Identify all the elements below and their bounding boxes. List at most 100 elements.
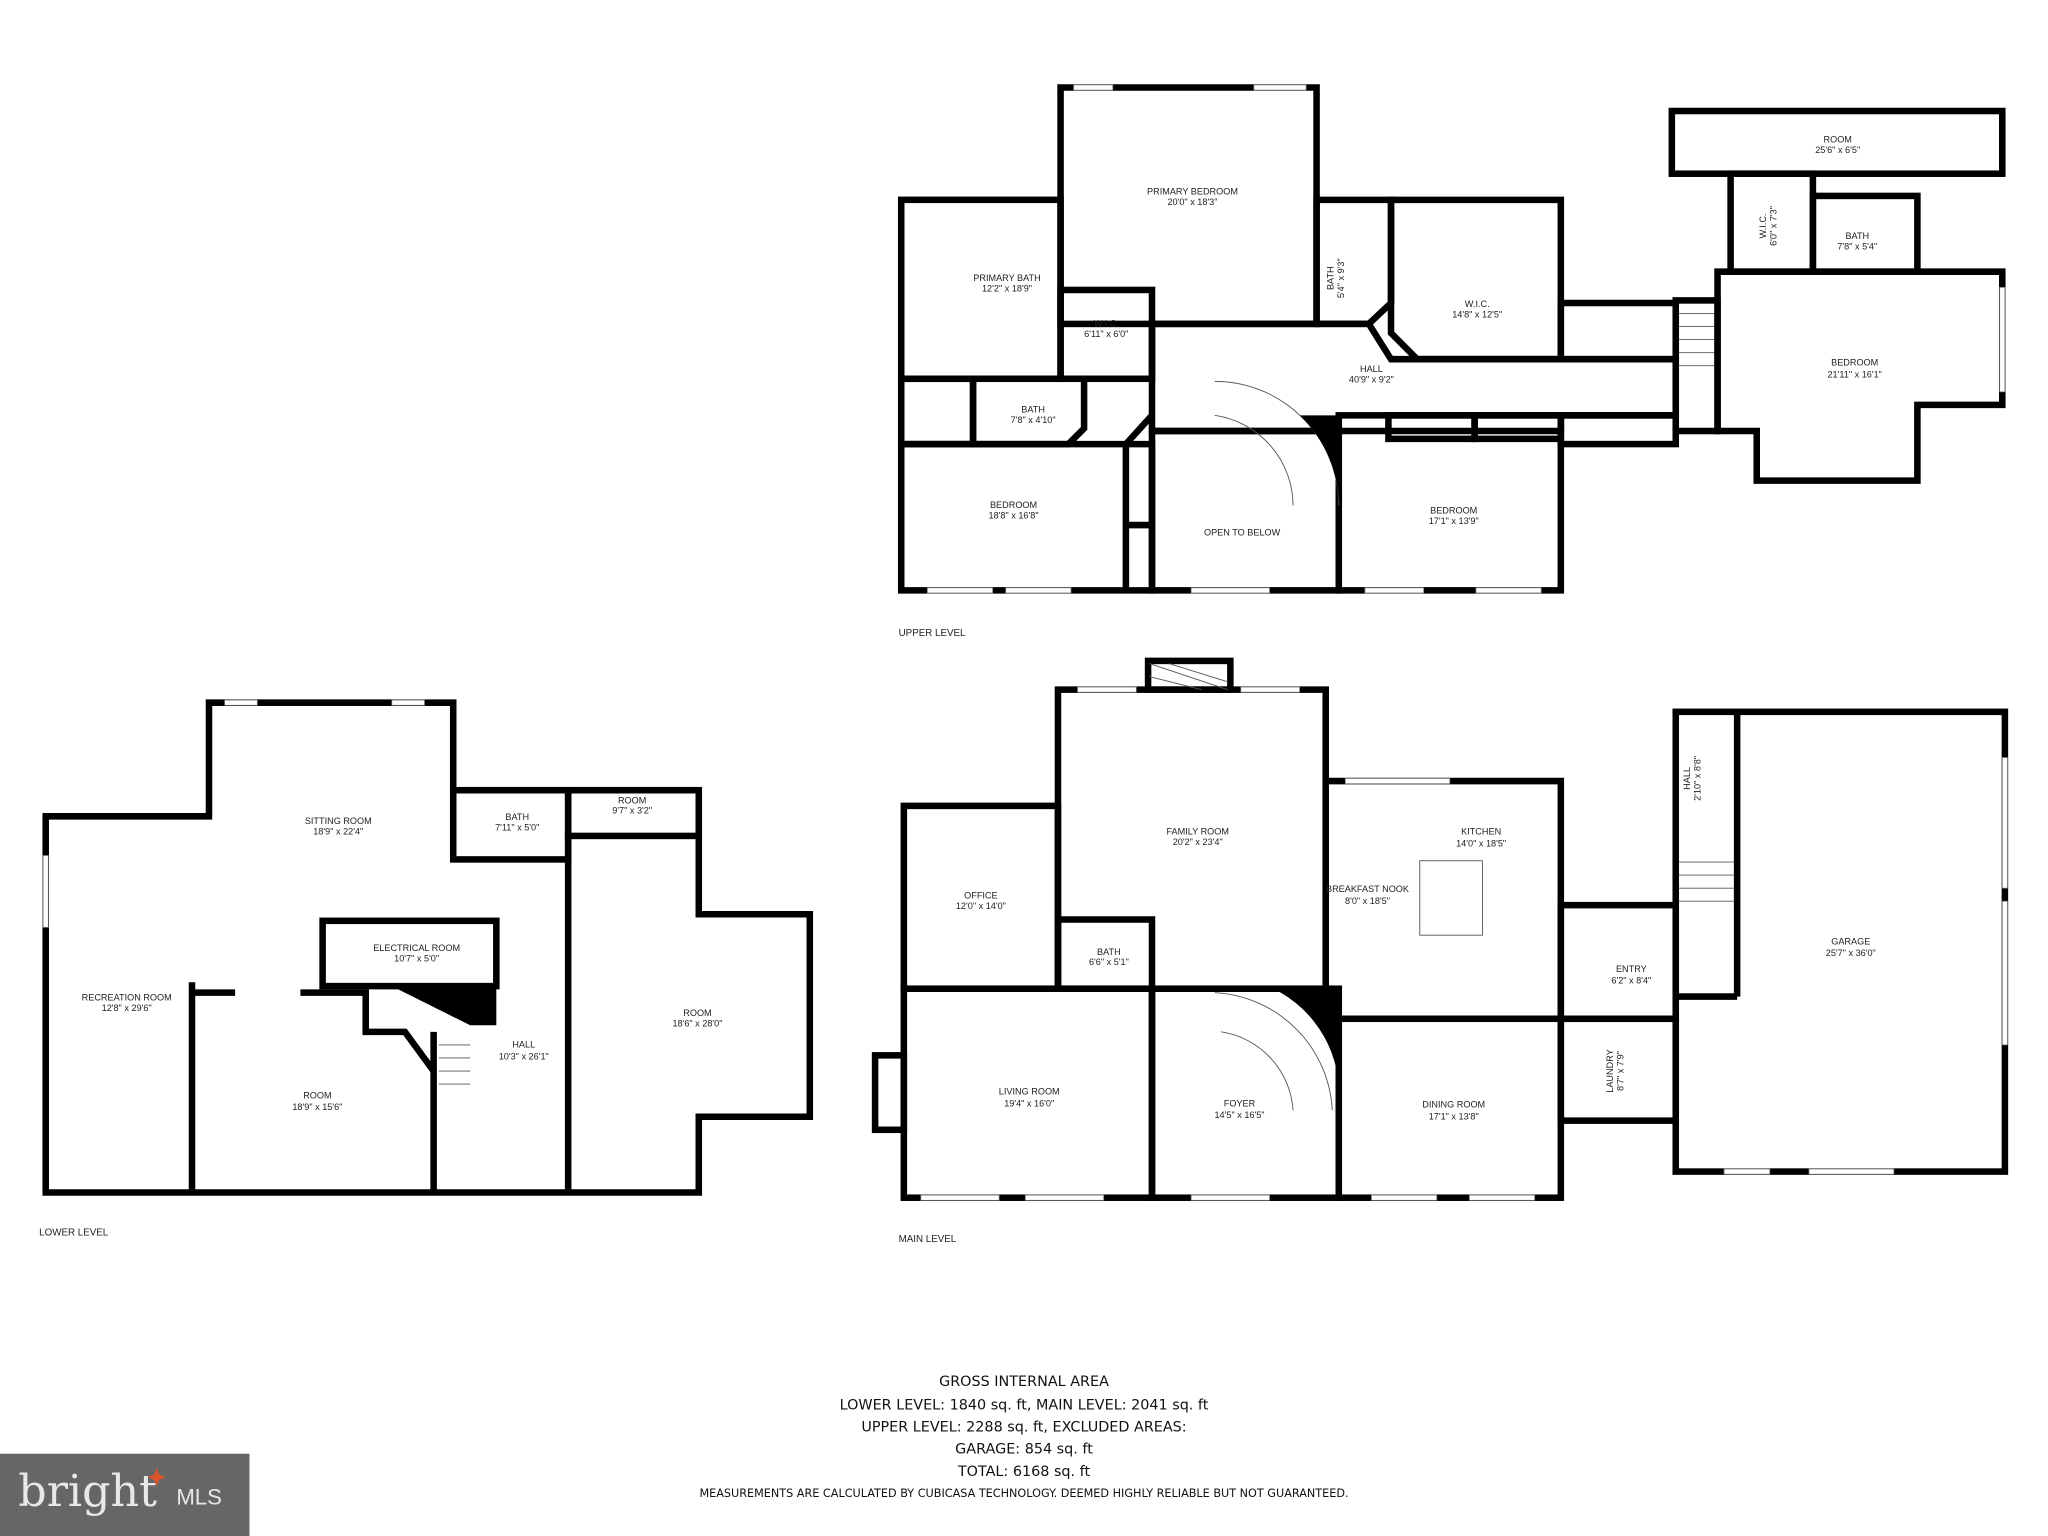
room-name: ROOM bbox=[618, 795, 646, 805]
window bbox=[1077, 686, 1137, 693]
room-dims: 18'9" x 22'4" bbox=[313, 827, 363, 837]
window bbox=[1723, 1168, 1771, 1175]
room-name: KITCHEN bbox=[1461, 827, 1501, 837]
room-dims: 18'8" x 16'8" bbox=[989, 511, 1039, 521]
closet-upper-b bbox=[1471, 412, 1565, 443]
garage-door bbox=[2001, 900, 2008, 1046]
open-to-below bbox=[1148, 427, 1343, 594]
room-dims: 8'7" x 7'9" bbox=[1616, 1051, 1626, 1091]
room-name: RECREATION ROOM bbox=[82, 992, 172, 1002]
room-dims: 14'5" x 16'5" bbox=[1214, 1110, 1264, 1120]
window bbox=[1240, 686, 1300, 693]
room-name: BREAKFAST NOOK bbox=[1326, 884, 1409, 894]
room-dims: 18'9" x 15'6" bbox=[292, 1102, 342, 1112]
window bbox=[1253, 84, 1307, 91]
room-dims: 17'1" x 13'9" bbox=[1429, 516, 1479, 526]
room-dims: 6'11" x 6'0" bbox=[1084, 329, 1128, 339]
garage-door bbox=[2001, 757, 2008, 889]
window bbox=[391, 699, 425, 706]
wic-upper-2 bbox=[1387, 196, 1565, 363]
area-line-3: GARAGE: 854 sq. ft bbox=[955, 1442, 1093, 1458]
room-name: DINING ROOM bbox=[1422, 1100, 1485, 1110]
room-name: OPEN TO BELOW bbox=[1204, 528, 1281, 538]
room-name: BATH bbox=[1097, 947, 1121, 957]
wc-upper bbox=[897, 375, 977, 448]
room-dims: 9'7" x 3'2" bbox=[612, 806, 652, 816]
room-name: W.I.C. bbox=[1094, 319, 1119, 329]
level-label-lower: LOWER LEVEL bbox=[39, 1228, 109, 1239]
stair-wall-solid bbox=[391, 986, 497, 1026]
room-dims: 6'0" x 7'3" bbox=[1768, 206, 1778, 246]
room-name: FAMILY ROOM bbox=[1166, 827, 1229, 837]
vertical-label: W.I.C. 6'0" x 7'3" bbox=[1758, 206, 1778, 246]
window bbox=[42, 855, 49, 928]
room-dims: 8'0" x 18'5" bbox=[1345, 896, 1390, 906]
area-summary: GROSS INTERNAL AREA LOWER LEVEL: 1840 sq… bbox=[699, 1374, 1348, 1500]
level-label-main: MAIN LEVEL bbox=[899, 1234, 957, 1245]
room-dims: 14'0" x 18'5" bbox=[1456, 838, 1506, 848]
curved-stair-main-inner bbox=[1221, 1031, 1294, 1111]
closet-strip-lower bbox=[1557, 412, 1680, 448]
kitchen-island bbox=[1419, 860, 1483, 936]
closet-upper-a bbox=[1385, 412, 1478, 443]
room-dims: 7'8" x 5'4" bbox=[1837, 241, 1877, 251]
room-name: LAUNDRY bbox=[1605, 1049, 1615, 1092]
room-name: SITTING ROOM bbox=[305, 816, 372, 826]
window bbox=[1371, 1194, 1438, 1201]
window bbox=[920, 1194, 1000, 1201]
stair-treads-garage bbox=[1678, 861, 1735, 902]
room-name: FOYER bbox=[1224, 1098, 1256, 1108]
window bbox=[1005, 587, 1072, 594]
window bbox=[1073, 84, 1114, 91]
room-name: PRIMARY BATH bbox=[973, 273, 1040, 283]
room-dims: 25'6" x 6'5" bbox=[1815, 145, 1860, 155]
room-dims: 18'6" x 28'0" bbox=[672, 1019, 722, 1029]
room-name: ROOM bbox=[303, 1090, 331, 1100]
window bbox=[1808, 1168, 1895, 1175]
curved-stair-upper bbox=[1214, 380, 1340, 506]
room-lower-small bbox=[564, 786, 703, 840]
area-line-1: LOWER LEVEL: 1840 sq. ft, MAIN LEVEL: 20… bbox=[840, 1397, 1209, 1413]
room-dims: 6'6" x 5'1" bbox=[1089, 957, 1129, 967]
logo-text: bright bbox=[18, 1466, 157, 1517]
closet-strip-upper bbox=[1557, 299, 1680, 363]
area-title: GROSS INTERNAL AREA bbox=[939, 1374, 1109, 1390]
window bbox=[1468, 1194, 1536, 1201]
fireplace-family bbox=[1144, 657, 1234, 693]
stair-wall-solid bbox=[1273, 988, 1340, 1104]
room-dims: 7'8" x 4'10" bbox=[1011, 415, 1056, 425]
curved-stair-main bbox=[1214, 992, 1333, 1111]
window bbox=[1024, 1194, 1105, 1201]
window bbox=[1999, 286, 2006, 393]
room-dims: 5'4" x 9'3" bbox=[1336, 258, 1346, 298]
vertical-label: HALL 2'10" x 8'8" bbox=[1682, 756, 1702, 801]
vertical-label: BATH 5'4" x 9'3" bbox=[1326, 258, 1346, 298]
primary-bath bbox=[897, 196, 1064, 383]
window bbox=[1475, 587, 1542, 594]
room-dims: 10'7" x 5'0" bbox=[394, 953, 439, 963]
lower-outline bbox=[42, 699, 814, 1196]
room-dims: 10'3" x 26'1" bbox=[499, 1051, 549, 1061]
room-name: W.I.C. bbox=[1465, 299, 1490, 309]
room-name: ENTRY bbox=[1616, 964, 1647, 974]
window bbox=[926, 587, 994, 594]
logo-star-icon bbox=[147, 1468, 166, 1487]
room-name: ROOM bbox=[1824, 134, 1852, 144]
room-dims: 7'11" x 5'0" bbox=[495, 823, 539, 833]
window bbox=[1344, 778, 1451, 785]
bright-mls-logo: bright MLS bbox=[0, 1453, 250, 1536]
room-dims: 12'2" x 18'9" bbox=[982, 283, 1032, 293]
entry bbox=[1557, 901, 1680, 1023]
fireplace-hatch bbox=[1149, 663, 1228, 691]
room-dims: 40'9" x 9'2" bbox=[1349, 375, 1394, 385]
logo-background bbox=[0, 1453, 250, 1536]
front-door bbox=[1190, 1194, 1270, 1201]
room-dims: 21'11" x 16'1" bbox=[1827, 369, 1881, 379]
room-name: BATH bbox=[1326, 266, 1336, 290]
stair-treads-lower bbox=[438, 1044, 471, 1085]
room-name: HALL bbox=[1360, 364, 1383, 374]
window bbox=[1190, 587, 1270, 594]
room-name: HALL bbox=[1682, 767, 1692, 790]
curved-stair-inner bbox=[1214, 414, 1294, 506]
